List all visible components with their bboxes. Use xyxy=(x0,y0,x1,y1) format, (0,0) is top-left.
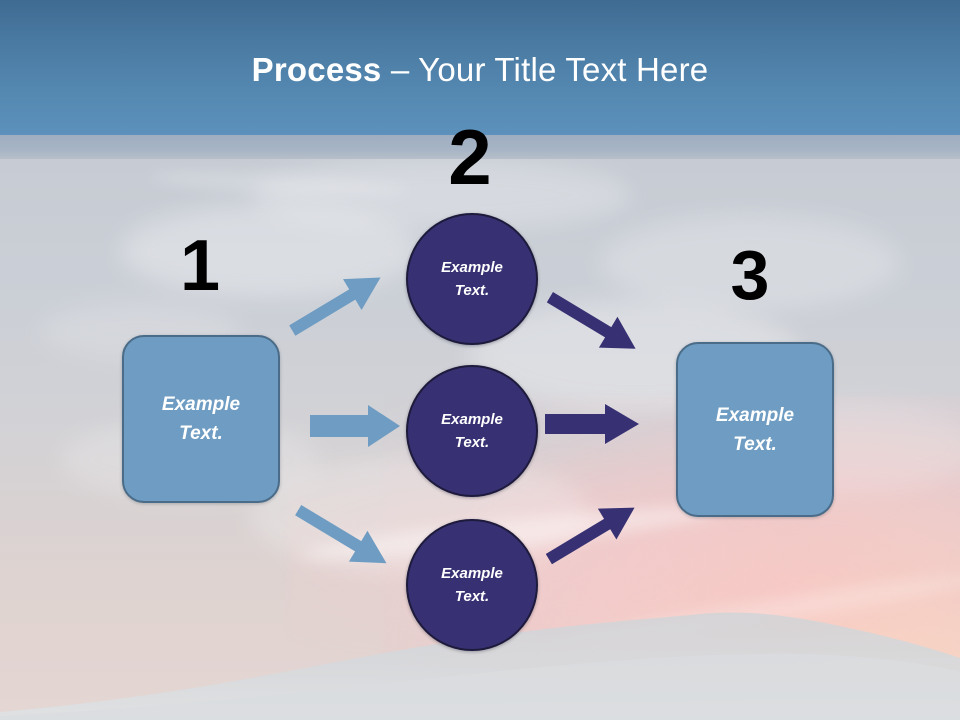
process-circle-middle-line2: Text. xyxy=(454,434,490,451)
process-circle-bottom-line2: Text. xyxy=(454,588,490,605)
process-circle-bottom-line1: Example xyxy=(441,565,503,582)
process-box-left-line2: Text. xyxy=(179,423,223,444)
process-box-right[interactable]: Example Text. xyxy=(676,342,834,517)
page-title-rest: – Your Title Text Here xyxy=(381,51,709,88)
step-number-1: 1 xyxy=(179,226,221,306)
process-circle-middle-line1: Example xyxy=(441,411,503,428)
mountain-ridge-silhouette xyxy=(0,540,960,720)
process-circle-bottom[interactable]: Example Text. xyxy=(406,519,538,651)
process-circle-top-line2: Text. xyxy=(454,282,490,299)
step-number-2: 2 xyxy=(448,113,492,201)
process-circle-middle[interactable]: Example Text. xyxy=(406,365,538,497)
title-band-accent-strip xyxy=(0,135,960,159)
process-circle-top-line1: Example xyxy=(441,259,503,276)
process-box-right-line2: Text. xyxy=(733,433,777,455)
process-box-left-line1: Example xyxy=(161,394,241,415)
title-band xyxy=(0,0,960,135)
process-circle-top[interactable]: Example Text. xyxy=(406,213,538,345)
page-title: Process – Your Title Text Here xyxy=(0,50,960,90)
process-box-left[interactable]: Example Text. xyxy=(122,335,280,503)
process-box-right-line1: Example xyxy=(715,404,795,426)
page-title-strong: Process xyxy=(251,51,382,88)
cloud-wisp xyxy=(600,215,900,310)
step-number-3: 3 xyxy=(730,236,770,314)
cloud-wisp xyxy=(250,160,630,230)
